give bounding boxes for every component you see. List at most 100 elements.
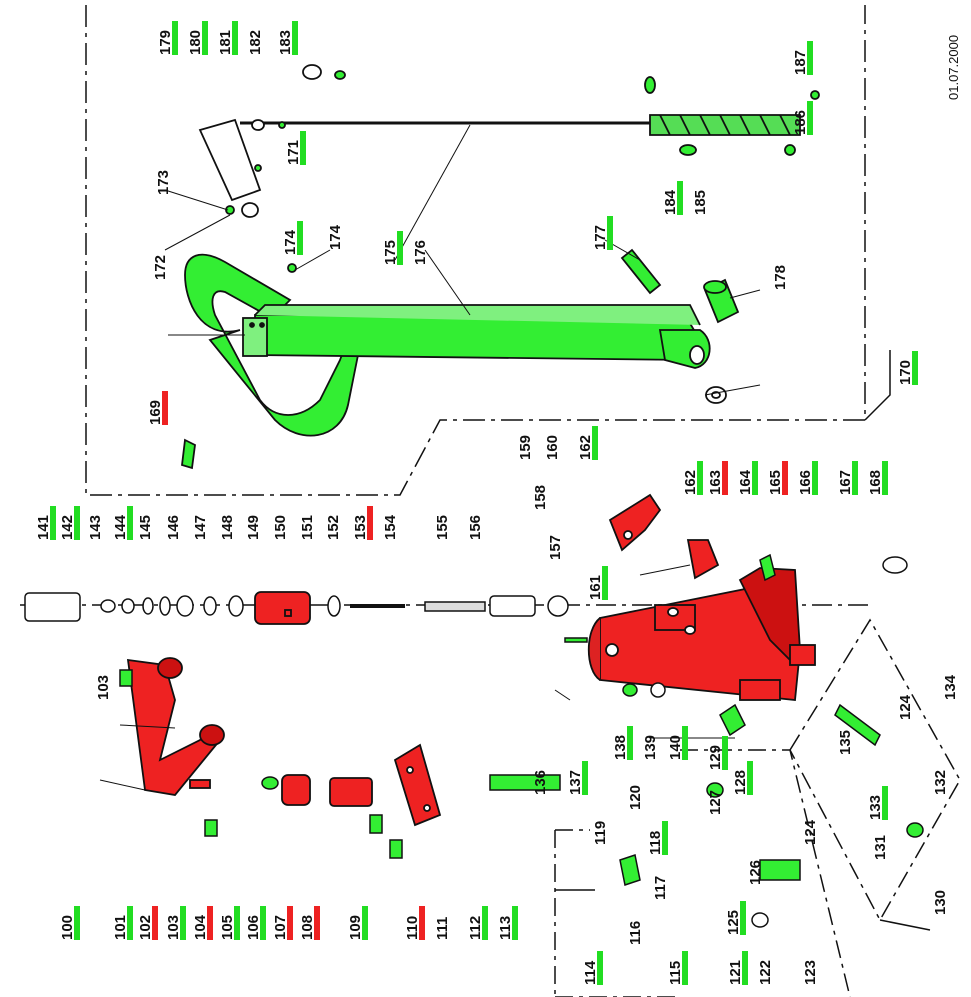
part-number-label: 136 (532, 770, 549, 795)
red-tag-bar (722, 461, 728, 495)
part-number-label: 145 (137, 515, 154, 540)
green-tag-bar (682, 726, 688, 760)
part-number-label: 113 (497, 916, 514, 940)
part-number-label: 114 (582, 960, 599, 985)
part-number-label: 148 (219, 515, 236, 540)
part-number-label: 144 (112, 514, 129, 540)
part-number-label: 103 (95, 675, 112, 700)
green-tag-bar (202, 21, 208, 55)
part-number-label: 185 (692, 190, 709, 215)
part-number-label: 139 (642, 735, 659, 760)
part-number-label: 130 (932, 890, 949, 915)
part-number-label: 134 (942, 674, 959, 700)
pump-assembly (126, 493, 816, 827)
part-number-label: 153 (352, 515, 369, 540)
red-tag-bar (287, 906, 293, 940)
red-tag-bar (162, 391, 168, 425)
part-number-label: 135 (837, 730, 854, 755)
red-tag-bar (152, 906, 158, 940)
green-tag-bar (234, 906, 240, 940)
part-number-label: 117 (652, 876, 669, 900)
green-tag-bar (512, 906, 518, 940)
frame-lines (20, 5, 961, 997)
part-number-label: 100 (59, 915, 76, 940)
red-tag-bar (367, 506, 373, 540)
green-tag-bar (582, 761, 588, 795)
green-tag-bar (232, 21, 238, 55)
part-number-label: 123 (802, 960, 819, 985)
part-number-label: 184 (662, 189, 679, 215)
green-tag-bar (180, 906, 186, 940)
red-tag-bar (314, 906, 320, 940)
part-number-label: 138 (612, 735, 629, 760)
part-number-label: 124 (897, 694, 914, 720)
part-number-label: 126 (747, 860, 764, 885)
part-number-label: 129 (707, 745, 724, 770)
green-tag-bar (602, 566, 608, 600)
green-tag-bar (397, 231, 403, 265)
part-number-label: 164 (737, 469, 754, 495)
part-number-label: 169 (147, 400, 164, 425)
part-number-label: 142 (59, 515, 76, 540)
leader-lines (99, 124, 761, 791)
part-number-label: 107 (272, 915, 289, 940)
green-tag-bar (127, 906, 133, 940)
part-number-label: 180 (187, 30, 204, 55)
part-number-label: 172 (152, 255, 169, 280)
part-number-label: 102 (137, 915, 154, 940)
part-number-label: 105 (219, 915, 236, 940)
green-tag-bar (740, 901, 746, 935)
part-number-label: 176 (412, 240, 429, 265)
part-number-label: 162 (577, 435, 594, 460)
part-number-label: 170 (897, 360, 914, 385)
green-tag-bar (50, 506, 56, 540)
part-number-label: 157 (547, 535, 564, 560)
part-number-label: 158 (532, 485, 549, 510)
part-number-label: 171 (285, 140, 302, 165)
part-number-label: 181 (217, 30, 234, 55)
green-tag-bar (882, 461, 888, 495)
part-number-label: 187 (792, 50, 809, 75)
part-number-label: 108 (299, 915, 316, 940)
part-number-label: 125 (725, 910, 742, 935)
part-number-label: 183 (277, 30, 294, 55)
green-tag-bar (74, 506, 80, 540)
part-number-label: 112 (467, 916, 484, 940)
green-tag-bar (260, 906, 266, 940)
green-tag-bar (127, 506, 133, 540)
part-number-label: 155 (434, 515, 451, 540)
part-number-label: 111 (434, 917, 451, 940)
part-number-label: 150 (272, 515, 289, 540)
green-tag-bar (807, 41, 813, 75)
part-number-label: 127 (707, 790, 724, 815)
part-number-label: 159 (517, 435, 534, 460)
part-number-label: 154 (382, 514, 399, 540)
green-tag-bar (74, 906, 80, 940)
part-number-label: 101 (112, 915, 129, 940)
part-number-label: 128 (732, 770, 749, 795)
part-number-label: 147 (192, 515, 209, 540)
part-number-label: 152 (325, 515, 342, 540)
green-tag-bar (812, 461, 818, 495)
part-number-label: 110 (404, 916, 421, 940)
part-number-label: 106 (245, 915, 262, 940)
green-tag-bar (677, 181, 683, 215)
red-tag-bar (419, 906, 425, 940)
red-tag-bar (782, 461, 788, 495)
part-number-label: 121 (727, 960, 744, 985)
red-tag-bar (207, 906, 213, 940)
part-number-label: 149 (245, 515, 262, 540)
part-number-label: 109 (347, 915, 364, 940)
part-number-label: 122 (757, 960, 774, 985)
part-number-label: 146 (165, 515, 182, 540)
green-tag-bar (752, 461, 758, 495)
part-number-label: 124 (802, 819, 819, 845)
part-number-label: 104 (192, 914, 209, 940)
part-number-label: 173 (155, 170, 172, 195)
part-number-label: 156 (467, 515, 484, 540)
part-number-label: 175 (382, 240, 399, 265)
part-number-label: 143 (87, 515, 104, 540)
axis-parts (24, 592, 569, 622)
part-number-label: 131 (872, 835, 889, 860)
